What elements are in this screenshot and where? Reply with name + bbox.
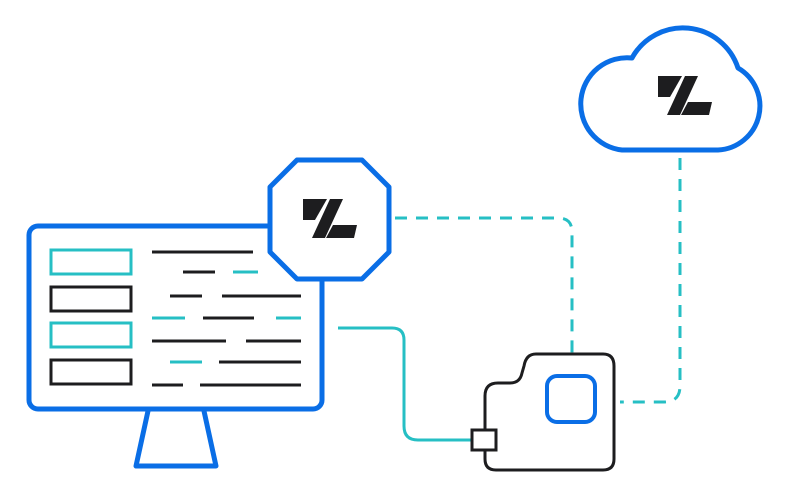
monitor-icon [26,223,325,469]
gateway-badge-icon [267,157,392,282]
cloud-to-device-dashed-line [620,158,682,404]
device-connector [470,428,498,452]
screen-row-box [49,358,133,386]
screen-text-lines [152,250,301,387]
gateway-to-device-dashed-line [395,216,574,370]
monitor-to-device-line [338,326,472,442]
screen-row-box [49,248,133,276]
device-board-icon [470,352,616,472]
device-chip [545,374,597,424]
screen-row-box [49,321,133,349]
cloud-icon [578,25,763,153]
logo-icon [658,76,712,115]
logo-icon [303,199,357,238]
monitor-stand [133,410,219,469]
screen-row-box [49,285,133,313]
